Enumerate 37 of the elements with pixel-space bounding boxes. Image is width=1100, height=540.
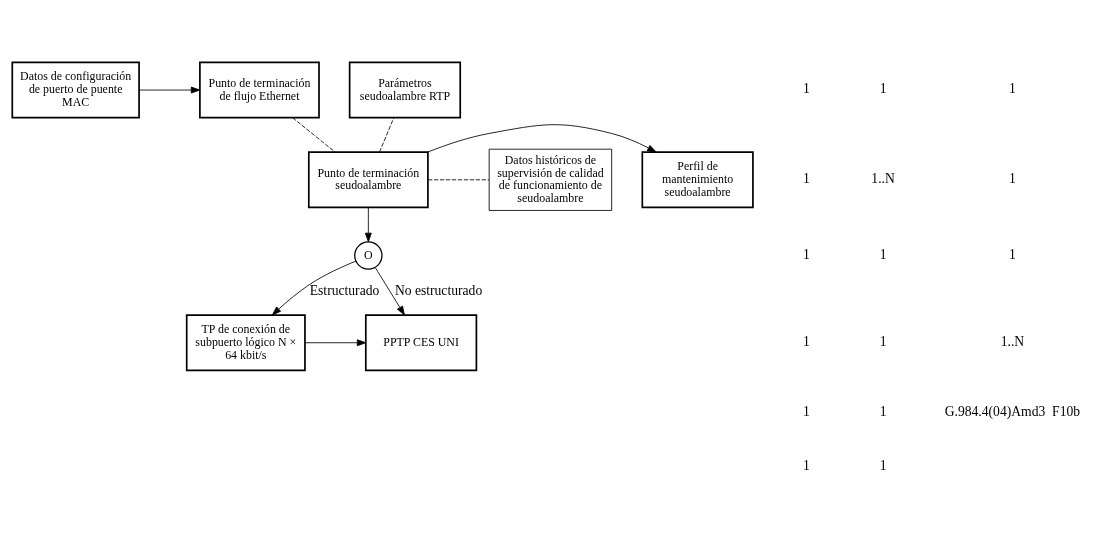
label: 1 xyxy=(803,457,810,473)
label: 1 xyxy=(879,81,887,97)
label: 1 xyxy=(879,404,887,420)
node-box: TP de conexión de subpuerto lógico N × 64 kbit/s xyxy=(185,314,306,372)
label: G.984.4(04)Amd3 F10b xyxy=(944,404,1081,420)
node-box: Parámetros seudoalambre RTP xyxy=(348,61,462,119)
label: 1 xyxy=(803,404,810,420)
arrow xyxy=(427,124,657,153)
node-box: Perfil de mantenimiento seudoalambre xyxy=(641,151,754,209)
label: 1 xyxy=(1009,171,1016,187)
edge-label: No estructurado xyxy=(394,283,483,299)
label: 1 xyxy=(1009,81,1016,97)
node-box: Datos históricos de supervisión de calidad de funcionamiento de seudoalambre xyxy=(488,148,613,211)
node-box: Datos de configuración de puerto de puente MAC xyxy=(11,61,140,119)
label: 1 xyxy=(879,246,887,262)
arrow xyxy=(374,267,405,316)
connector xyxy=(379,117,395,153)
arrow xyxy=(304,339,367,347)
label: 1..N xyxy=(871,171,895,187)
arrow xyxy=(138,86,201,94)
connector xyxy=(292,117,336,153)
edge-label: Estructurado xyxy=(309,283,380,299)
label: 1 xyxy=(803,81,810,97)
label: 1 xyxy=(803,171,810,187)
label: 1 xyxy=(803,246,810,262)
label: 1 xyxy=(879,457,887,473)
node-circle: O xyxy=(354,241,383,270)
label: 1..N xyxy=(1000,333,1025,349)
node-box: Punto de terminación de flujo Ethernet xyxy=(199,61,320,119)
label: 1 xyxy=(879,333,887,349)
label: 1 xyxy=(1009,246,1016,262)
arrow xyxy=(364,207,372,243)
node-box: PPTP CES UNI xyxy=(364,314,478,372)
node-box: Punto de terminación seudoalambre xyxy=(307,151,429,209)
arrow xyxy=(271,260,357,316)
connector xyxy=(427,179,490,181)
label: 1 xyxy=(803,333,810,349)
